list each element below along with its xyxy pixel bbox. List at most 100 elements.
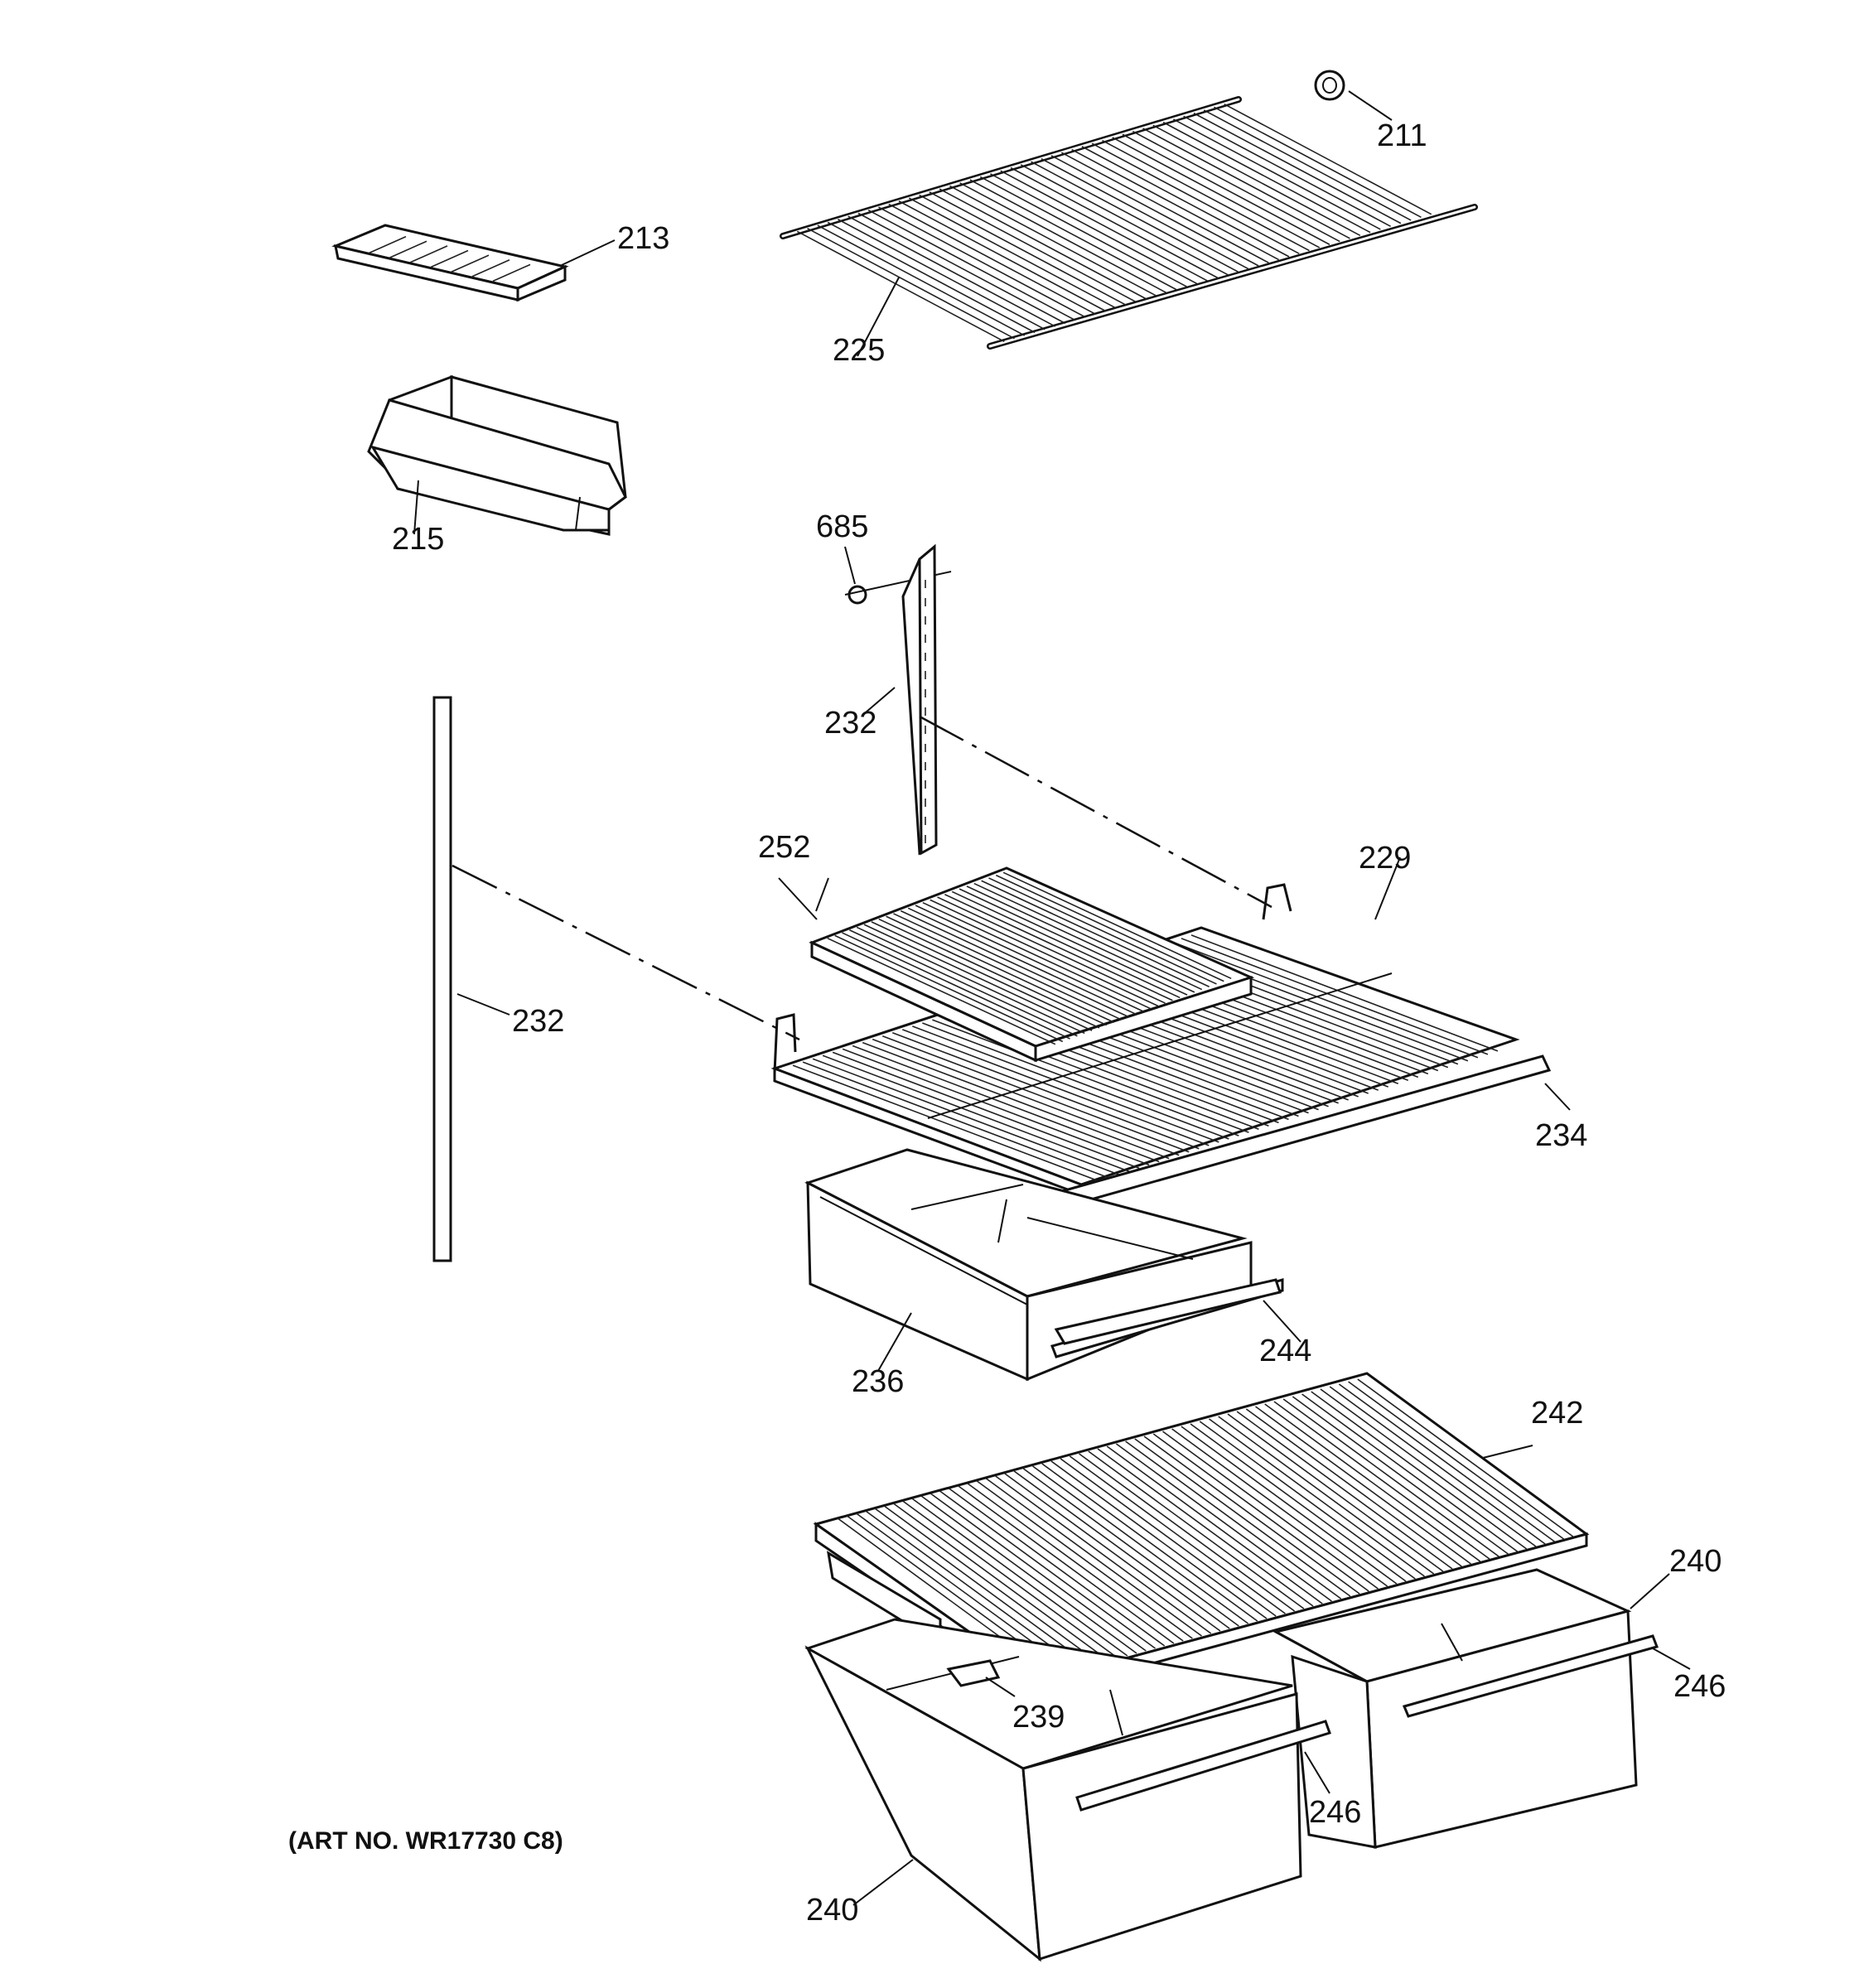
wire-rod [827, 221, 1036, 334]
cover-rib [1357, 1378, 1574, 1537]
cover-rib [1181, 1426, 1398, 1585]
cover-rib [911, 1498, 1128, 1657]
tray-divider [389, 240, 427, 258]
cover-rib [995, 874, 1224, 982]
cover-rib [939, 1490, 1156, 1649]
cover-rib [863, 924, 1093, 1031]
cover-rib [1097, 1448, 1314, 1607]
shelf-wire [922, 1022, 1229, 1140]
cover-rib [902, 1500, 1119, 1659]
wire-rod [807, 227, 1015, 340]
cover-rib [874, 1508, 1091, 1667]
callout-234: 234 [1535, 1118, 1587, 1153]
cover-rib [986, 1478, 1202, 1637]
wire-rod [1172, 118, 1381, 230]
cover-rib [900, 910, 1129, 1018]
wire-rod [1214, 106, 1422, 219]
wire-rod [867, 210, 1076, 321]
alignment-line-left [452, 864, 800, 1041]
cover-rib [886, 915, 1114, 1023]
wire-rod [1060, 152, 1269, 263]
cover-rib [1088, 1450, 1305, 1609]
wire-rod [1112, 137, 1321, 248]
callout-232-upper: 232 [824, 706, 876, 741]
alignment-line-right [919, 715, 1272, 909]
wire-rod [847, 215, 1056, 327]
cover-rib [1329, 1386, 1546, 1545]
cover-rib [1134, 1438, 1351, 1597]
cover-rib [1218, 1416, 1435, 1575]
shelf-wire [832, 1051, 1140, 1170]
callout-252: 252 [758, 830, 810, 865]
wire-rod [1152, 124, 1361, 236]
cover-rib [1106, 1445, 1323, 1604]
cover-rib [1348, 1381, 1565, 1540]
wire-rod [1071, 148, 1280, 261]
part-213-ice-tray [331, 224, 616, 302]
cover-rib [1152, 1433, 1369, 1592]
cover-rib [893, 913, 1122, 1021]
art-number: (ART NO. WR17730 C8) [288, 1827, 563, 1855]
cover-rib [973, 882, 1203, 991]
cover-rib [907, 907, 1137, 1016]
callout-236: 236 [852, 1364, 904, 1399]
part-232-rail-left [432, 696, 510, 1262]
shelf-wire [842, 1048, 1150, 1166]
cover-rib [1079, 1453, 1296, 1612]
wire-rod [1041, 157, 1249, 270]
part-225-wire-shelf [780, 96, 1478, 357]
cover-rib [1292, 1396, 1509, 1555]
cover-rib [1004, 1473, 1221, 1632]
callout-229: 229 [1359, 841, 1411, 876]
cover-rib [1069, 1455, 1286, 1614]
shelf-wire [872, 1038, 1180, 1156]
wire-rod [837, 218, 1045, 331]
cover-rib [944, 894, 1173, 1001]
cover-rib [883, 1505, 1100, 1664]
wire-rod [1142, 128, 1350, 239]
cover-rib [892, 1503, 1109, 1662]
wire-rod [1132, 130, 1340, 243]
cover-rib [1264, 1403, 1481, 1562]
shelf-wire [852, 1045, 1160, 1163]
callout-246-right: 246 [1673, 1669, 1726, 1704]
cover-rib [865, 1510, 1082, 1669]
wire-rod [979, 176, 1188, 288]
wire-rod [1183, 115, 1392, 228]
callout-242: 242 [1531, 1396, 1583, 1431]
shelf-wire [932, 1019, 1239, 1136]
tray-divider [368, 235, 407, 254]
cover-rib [1245, 1408, 1462, 1567]
wire-rod [1224, 103, 1432, 215]
callout-685: 685 [816, 509, 868, 544]
cover-rib [878, 918, 1108, 1026]
part-252-crisper-cover [778, 866, 1255, 1063]
callout-213: 213 [617, 221, 669, 256]
cover-rib [1050, 1460, 1268, 1619]
cover-rib [1115, 1443, 1332, 1602]
tray-divider [451, 254, 490, 273]
cover-rib [842, 932, 1070, 1040]
wire-rod [1091, 142, 1300, 254]
cover-rib [871, 921, 1100, 1029]
wire-rod [1081, 146, 1290, 258]
part-211-bumper [1314, 70, 1393, 121]
cover-rib [915, 905, 1144, 1012]
cover-rib [981, 880, 1210, 987]
leader-246-left [1304, 1751, 1330, 1794]
cover-rib [959, 888, 1188, 996]
cover-rib [1022, 1468, 1239, 1627]
wire-rod [1000, 170, 1209, 282]
cover-rib [1190, 1423, 1407, 1582]
tray-divider [430, 249, 469, 268]
callout-240-left: 240 [806, 1893, 858, 1928]
cover-rib [1209, 1418, 1425, 1577]
wire-rod [949, 185, 1157, 297]
cover-rib [1032, 1465, 1249, 1624]
wire-rod [817, 224, 1026, 336]
cover-rib [1227, 1413, 1444, 1572]
tray-divider [471, 259, 510, 277]
wire-rod [908, 197, 1117, 309]
